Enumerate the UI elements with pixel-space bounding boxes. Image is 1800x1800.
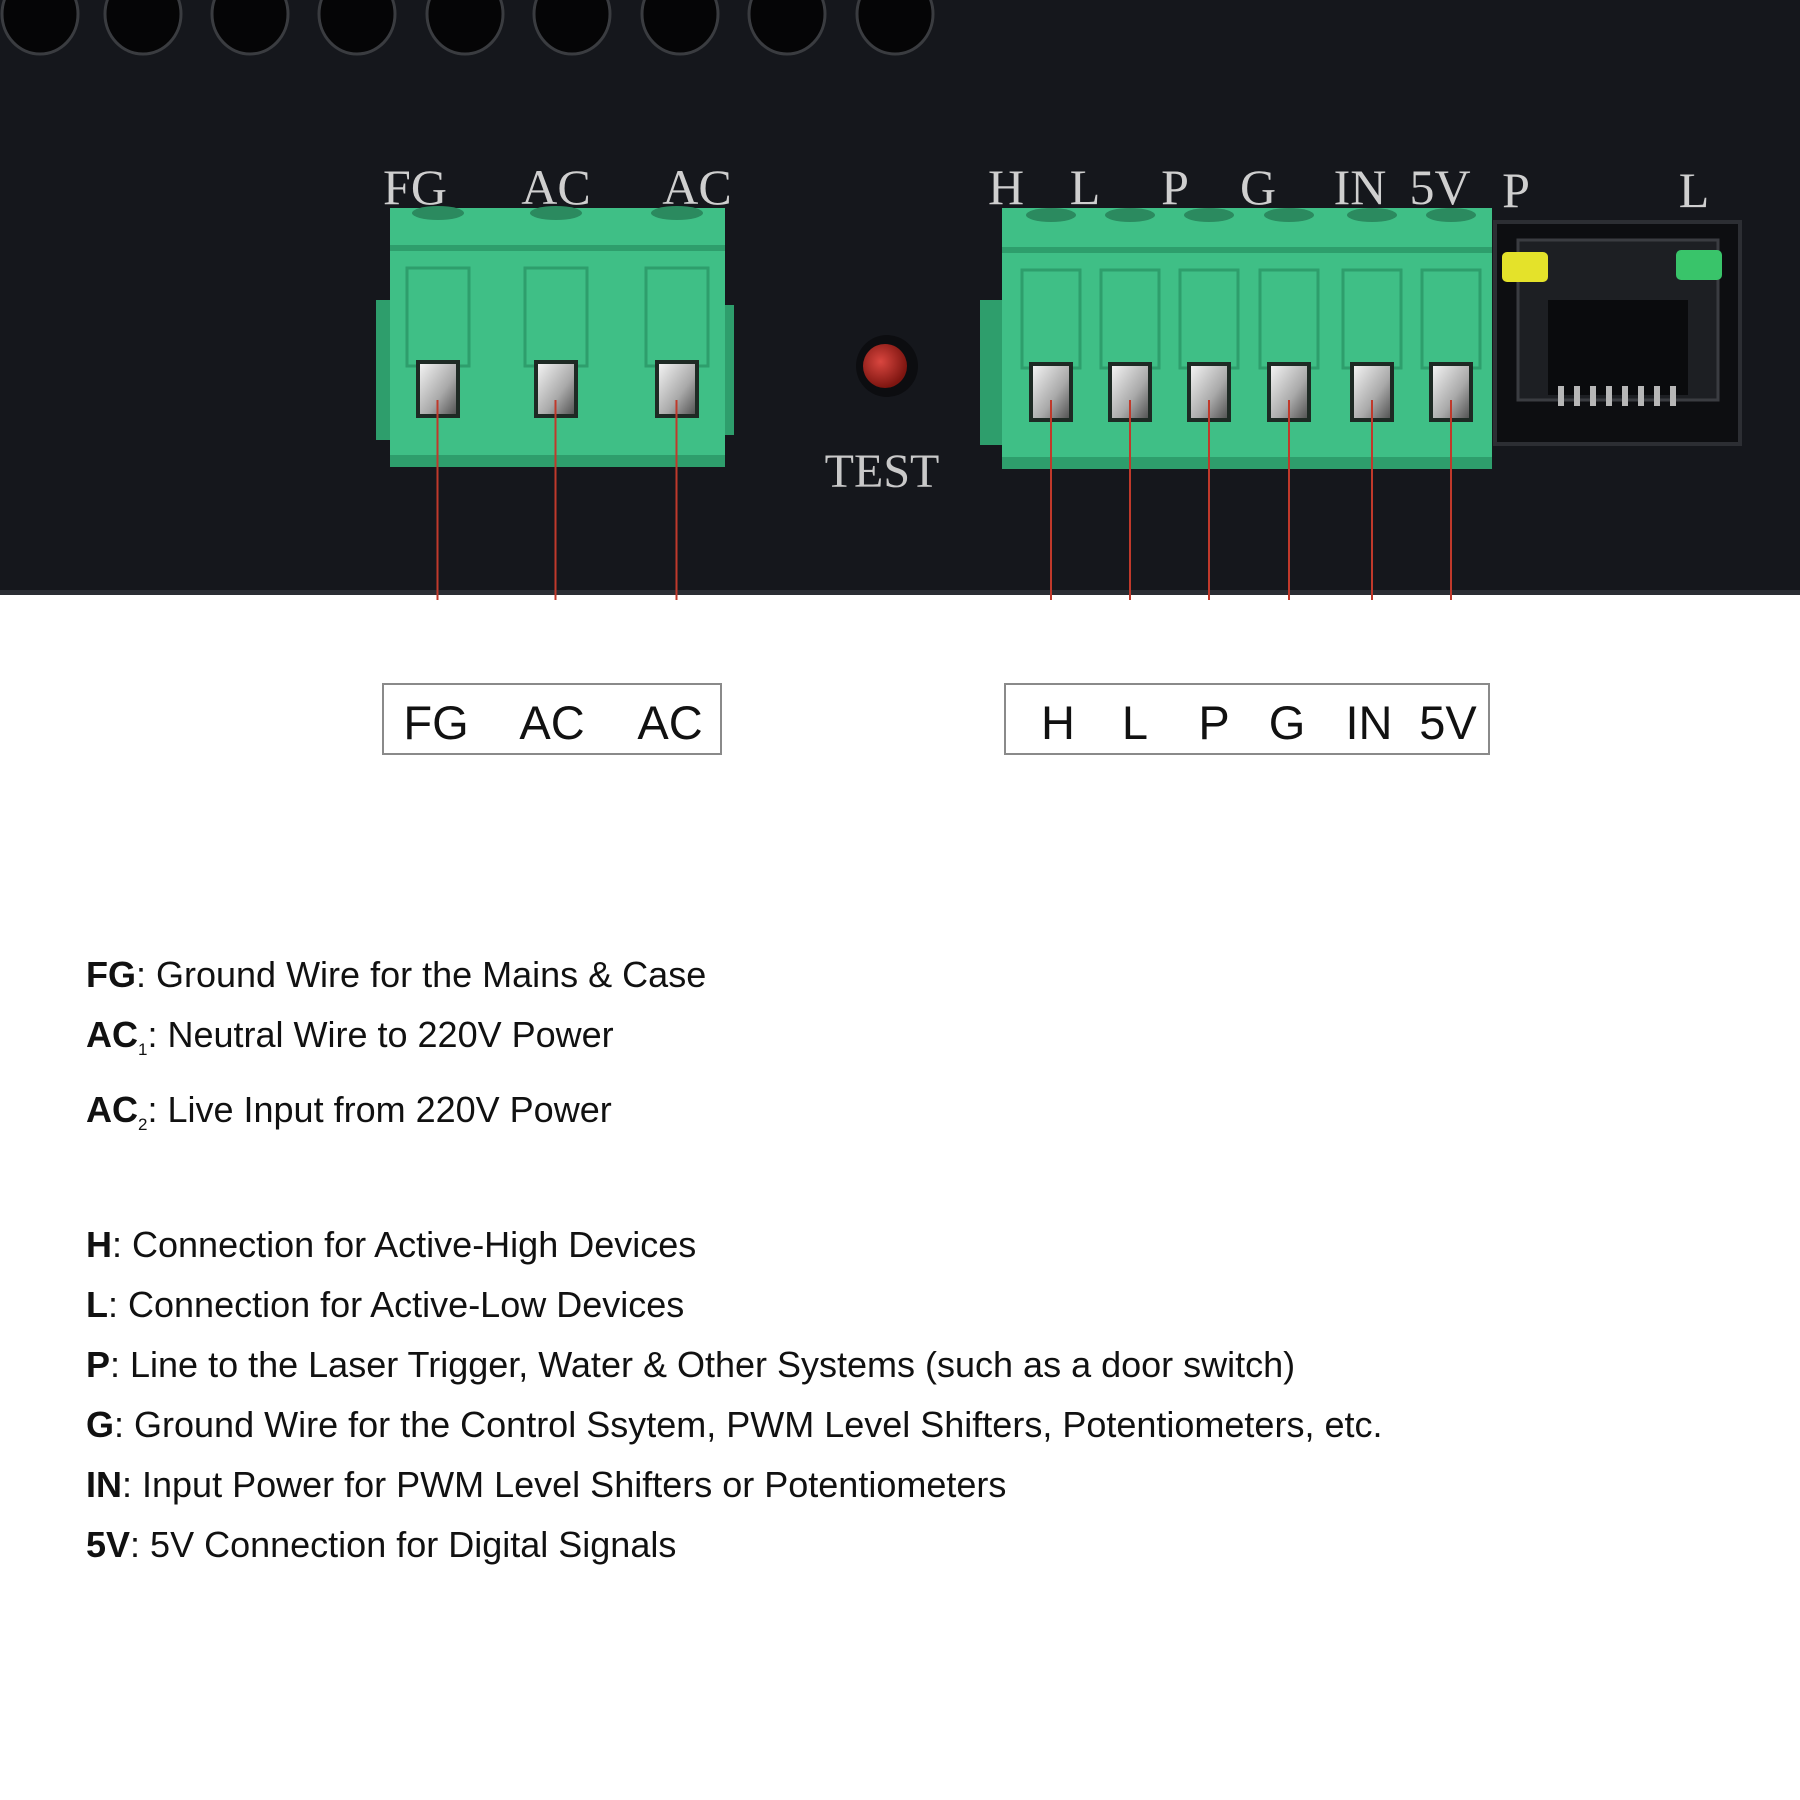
legend-subscript: 1 <box>138 1040 148 1059</box>
legend-description: : Connection for Active-High Devices <box>112 1224 697 1265</box>
terminal-slot <box>405 266 471 368</box>
legend-spacer <box>86 1155 1382 1215</box>
vent-holes <box>0 0 935 56</box>
terminal-top-hole <box>1264 208 1314 222</box>
terminal-slot <box>523 266 589 368</box>
panel-label: AC <box>521 159 590 215</box>
terminal-slot <box>1420 268 1482 370</box>
terminal-slot <box>1341 268 1403 370</box>
callout-label: AC <box>519 696 585 749</box>
callout-label: IN <box>1345 696 1393 749</box>
legend-key: L <box>86 1284 108 1325</box>
terminal-block-control <box>980 208 1492 469</box>
callout-label: G <box>1268 696 1306 749</box>
terminal-top-hole <box>1426 208 1476 222</box>
vent-hole <box>747 0 827 56</box>
terminal-top-hole <box>1026 208 1076 222</box>
callout-label: AC <box>637 696 703 749</box>
vent-hole <box>317 0 397 56</box>
vent-hole <box>103 0 183 56</box>
legend-description: : Neutral Wire to 220V Power <box>147 1014 614 1055</box>
callout-label: 5V <box>1419 696 1477 749</box>
legend-key: G <box>86 1404 115 1445</box>
case-edge <box>0 590 1800 595</box>
legend-key: AC <box>86 1014 138 1055</box>
panel-label: G <box>1240 159 1276 215</box>
rj45-contact <box>1638 386 1644 406</box>
legend-key: IN <box>86 1464 122 1505</box>
legend-row: AC1: Neutral Wire to 220V Power <box>86 1005 1382 1080</box>
vent-hole <box>855 0 935 56</box>
vent-hole <box>425 0 505 56</box>
rj45-contact <box>1622 386 1628 406</box>
led-yellow <box>1502 252 1548 282</box>
legend-row: 5V: 5V Connection for Digital Signals <box>86 1515 1382 1575</box>
legend-key: AC <box>86 1089 138 1130</box>
rj45-contact <box>1606 386 1612 406</box>
led-green <box>1676 250 1722 280</box>
panel-label: FG <box>383 159 447 215</box>
rj45-contact <box>1574 386 1580 406</box>
legend-key: 5V <box>86 1524 131 1565</box>
legend-subscript: 2 <box>138 1115 148 1134</box>
led-label: L <box>1679 162 1710 218</box>
callout-label: L <box>1121 696 1149 749</box>
legend-description: : Ground Wire for the Mains & Case <box>136 954 707 995</box>
legend-row: L: Connection for Active-Low Devices <box>86 1275 1382 1335</box>
callout-control-terminals: H L P G IN 5V <box>1004 683 1490 755</box>
terminal-top-hole <box>412 206 464 220</box>
test-button-cap[interactable] <box>863 344 907 388</box>
panel-label: 5V <box>1409 159 1470 215</box>
vent-hole <box>210 0 290 56</box>
legend-description: : Connection for Active-Low Devices <box>108 1284 685 1325</box>
panel-label: AC <box>662 159 731 215</box>
legend-description: : Ground Wire for the Control Ssytem, PW… <box>114 1404 1383 1445</box>
vent-hole <box>640 0 720 56</box>
panel-label: P <box>1161 159 1189 215</box>
callout-label: FG <box>403 696 469 749</box>
rj45-contact <box>1670 386 1676 406</box>
terminal-slot <box>1178 268 1240 370</box>
panel-label: L <box>1070 159 1101 215</box>
terminal-top-hole <box>530 206 582 220</box>
legend-description: : 5V Connection for Digital Signals <box>130 1524 677 1565</box>
terminal-slot <box>1099 268 1161 370</box>
legend-key: P <box>86 1344 111 1385</box>
legend-key: H <box>86 1224 112 1265</box>
terminal-slot <box>1020 268 1082 370</box>
legend-description: : Line to the Laser Trigger, Water & Oth… <box>110 1344 1296 1385</box>
terminal-top-hole <box>651 206 703 220</box>
vent-hole <box>0 0 80 56</box>
legend-description: : Live Input from 220V Power <box>147 1089 612 1130</box>
led-label: P <box>1502 162 1530 218</box>
legend-key: FG <box>86 954 136 995</box>
legend-row: AC2: Live Input from 220V Power <box>86 1080 1382 1155</box>
legend-row: G: Ground Wire for the Control Ssytem, P… <box>86 1395 1382 1455</box>
callout-label: H <box>1041 696 1075 749</box>
legend-row: FG: Ground Wire for the Mains & Case <box>86 945 1382 1005</box>
callout-power-terminals: FG AC AC <box>382 683 722 755</box>
rj45-contact <box>1590 386 1596 406</box>
vent-hole <box>532 0 612 56</box>
legend-row: IN: Input Power for PWM Level Shifters o… <box>86 1455 1382 1515</box>
terminal-slot <box>644 266 710 368</box>
panel-label: H <box>988 159 1024 215</box>
legend-row: P: Line to the Laser Trigger, Water & Ot… <box>86 1335 1382 1395</box>
test-label: TEST <box>825 445 940 498</box>
terminal-slot <box>1258 268 1320 370</box>
panel-label: IN <box>1334 159 1387 215</box>
terminal-top-hole <box>1105 208 1155 222</box>
terminal-top-hole <box>1184 208 1234 222</box>
terminal-top-hole <box>1347 208 1397 222</box>
callout-label: P <box>1198 696 1230 749</box>
legend-row: H: Connection for Active-High Devices <box>86 1215 1382 1275</box>
rj45-contact <box>1558 386 1564 406</box>
rj45-contact <box>1654 386 1660 406</box>
legend-description: : Input Power for PWM Level Shifters or … <box>122 1464 1007 1505</box>
